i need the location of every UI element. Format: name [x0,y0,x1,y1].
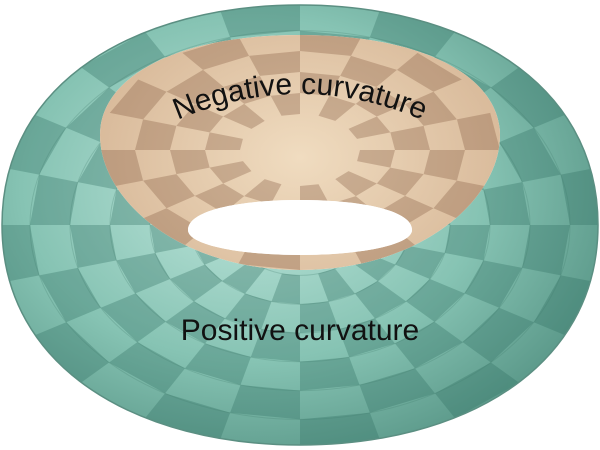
checker-cell [390,125,430,150]
checker-cell [318,268,355,302]
checker-cell [533,275,598,337]
checker-cell [135,119,177,150]
checker-cell [205,132,243,150]
checker-cell [165,301,225,344]
checker-cell [433,180,491,221]
checker-cell [2,113,67,175]
checker-cell [80,31,165,88]
checker-cell [143,174,195,209]
torus-hole [188,200,412,255]
checker-cell [522,225,570,276]
checker-cell [335,171,377,197]
checker-cell [223,103,265,129]
checker-cell [244,179,282,205]
checker-cell [464,260,523,308]
checker-cell [462,307,534,363]
checker-cell [376,167,424,196]
checker-cell [348,116,391,139]
checker-cell [359,368,435,413]
checker-cell [369,9,455,57]
checker-cell [109,342,185,394]
checker-cell [423,150,465,181]
checker-cell [225,293,272,330]
checker-cell [39,267,101,323]
torus-outline [1,4,599,446]
checker-cell [340,55,397,87]
checker-cell [355,86,406,117]
checker-cell [355,281,407,319]
checker-cell [100,293,166,343]
checker-cell [405,91,457,126]
checker-cell [30,174,78,225]
checker-cell [357,150,395,168]
checker-cell [444,225,490,261]
checker-cell [499,127,561,183]
checker-cell [435,362,520,419]
checker-cell [395,245,445,279]
checker-cell [318,95,356,121]
checker-cell [490,67,569,128]
checker-cell [223,75,271,104]
checker-cell [31,322,110,383]
checker-cell [209,161,252,184]
checker-cell [250,329,300,362]
grid-ring [29,30,571,420]
checker-cell [300,301,339,333]
checker-cell [170,264,223,302]
checker-cell [138,208,204,248]
checker-cell [230,384,300,420]
checker-cell [222,260,265,294]
checker-cell [249,51,300,76]
checker-cell [456,112,500,150]
checker-cell [116,252,171,294]
checker-cell [170,150,210,175]
checker-cell [338,318,395,358]
checker-cell [109,79,167,120]
checker-cell [70,225,117,268]
checker-cell [176,104,224,133]
checker-cell [271,273,300,305]
checker-cell [483,182,530,225]
checker-cell [396,52,462,92]
checker-cell [395,321,463,369]
checker-cell [219,5,300,38]
checker-cell [300,412,381,445]
checker-cell [406,279,465,322]
checker-cell [145,393,231,441]
checker-cell [270,93,300,116]
positive-curvature-label: Positive curvature [181,314,419,347]
checker-cell [185,343,251,385]
checker-cell [300,72,341,96]
checker-cell [166,69,224,105]
checker-cell [182,35,250,70]
checker-cell [300,357,360,391]
